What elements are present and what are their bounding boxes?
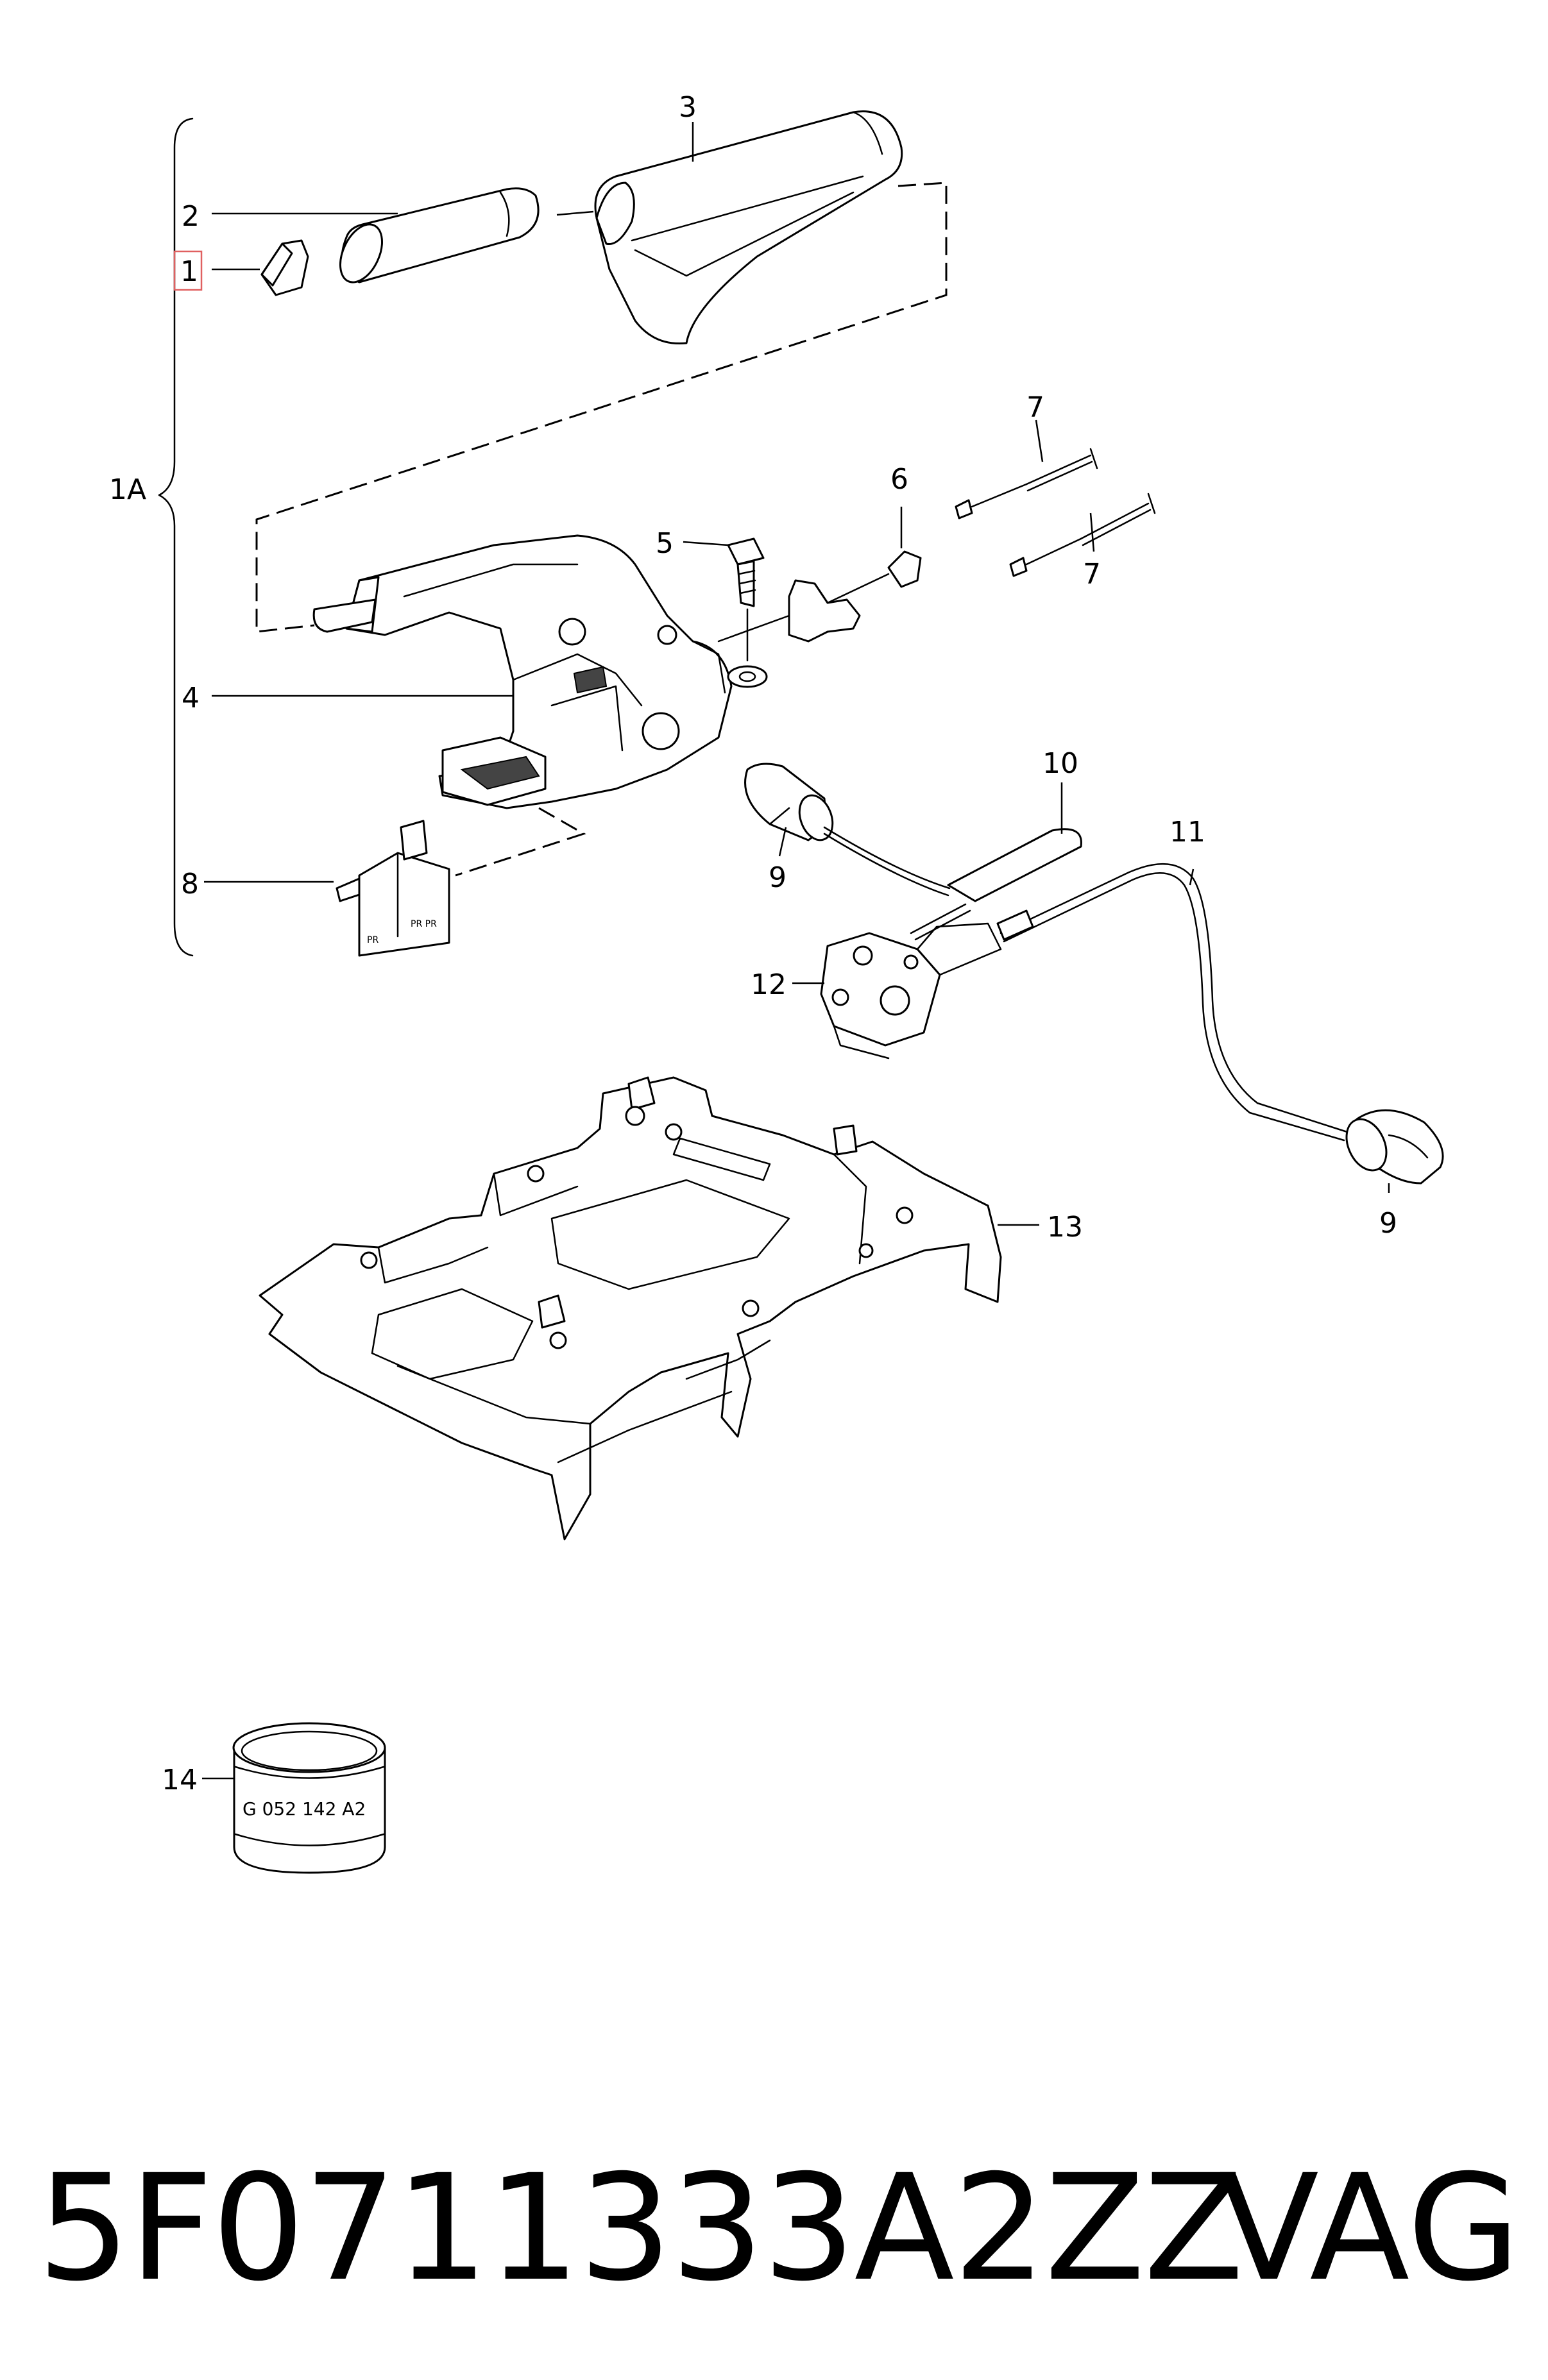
mounting-plate bbox=[259, 1076, 1002, 1540]
grommet-left bbox=[744, 763, 834, 841]
callout-7-upper: 7 bbox=[1026, 391, 1044, 424]
callout-10: 10 bbox=[1042, 747, 1078, 780]
callout-7-lower: 7 bbox=[1083, 558, 1101, 591]
boot-outline-dashed bbox=[255, 181, 948, 633]
assembly-bracket bbox=[158, 117, 194, 957]
connector-housing bbox=[820, 922, 1002, 1059]
switch-label-left: PR bbox=[367, 935, 378, 945]
brand-label: VAG bbox=[1219, 2143, 1521, 2313]
switch-link-dashed bbox=[455, 807, 586, 877]
handbrake-lever bbox=[312, 534, 733, 809]
cable-equalizer bbox=[717, 550, 922, 643]
long-cable bbox=[996, 863, 1348, 1142]
bolt bbox=[727, 537, 768, 688]
callout-4: 4 bbox=[182, 682, 200, 714]
callout-9-left: 9 bbox=[769, 861, 787, 894]
brake-cable-upper bbox=[955, 448, 1098, 519]
button-cap bbox=[260, 239, 309, 296]
callout-13: 13 bbox=[1047, 1211, 1083, 1244]
callout-12: 12 bbox=[751, 968, 787, 1001]
callout-6: 6 bbox=[890, 463, 908, 496]
callout-2: 2 bbox=[182, 200, 200, 233]
callout-5: 5 bbox=[656, 527, 674, 560]
gaiter-boot bbox=[594, 110, 903, 345]
callout-labels: 1 2 1A 3 4 5 6 7 7 8 9 10 11 12 13 9 14 bbox=[109, 91, 1397, 1796]
release-cable bbox=[823, 826, 1082, 941]
callout-11: 11 bbox=[1170, 816, 1205, 848]
callout-3: 3 bbox=[679, 91, 697, 124]
sealant-tin: G 052 142 A2 bbox=[232, 1722, 386, 1874]
callout-1a: 1A bbox=[109, 473, 146, 506]
callout-8: 8 bbox=[181, 868, 199, 900]
callout-1: 1 bbox=[180, 255, 198, 288]
parking-brake-switch: PR PR PR bbox=[336, 820, 450, 957]
sealant-label: G 052 142 A2 bbox=[242, 1798, 366, 1819]
grommet-right bbox=[1345, 1109, 1444, 1185]
brake-cable-lower bbox=[1009, 493, 1156, 577]
switch-label-right: PR PR bbox=[411, 919, 437, 929]
callout-14: 14 bbox=[162, 1764, 198, 1796]
callout-1-highlight bbox=[173, 250, 203, 291]
leader-lines bbox=[202, 122, 1390, 1780]
callout-9-right: 9 bbox=[1379, 1207, 1397, 1240]
handle-grip bbox=[339, 187, 540, 283]
part-number: 5F0711333A2ZZ bbox=[37, 2143, 1244, 2313]
